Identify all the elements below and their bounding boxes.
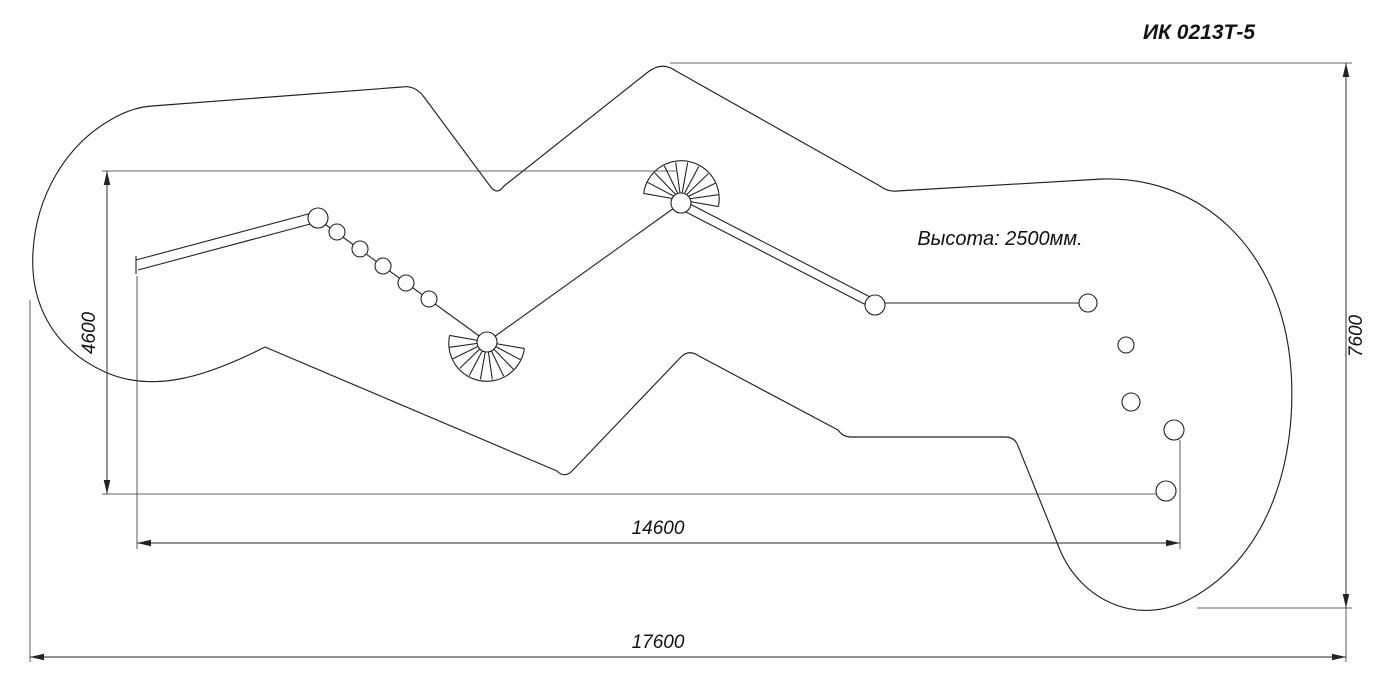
- post-circle: [307, 207, 329, 229]
- stepping-stones: [1117, 336, 1185, 502]
- stone-circle: [1163, 419, 1185, 441]
- dimension-7600: 7600: [670, 62, 1367, 609]
- pod-circle: [374, 257, 392, 275]
- stepping-pods: [328, 223, 438, 308]
- stone-circle: [1121, 392, 1141, 412]
- safety-zone-outline: [32, 65, 1293, 611]
- pod-circle: [328, 223, 346, 241]
- spiral-connector-line: [486, 202, 682, 343]
- beam-edge: [135, 212, 313, 261]
- beam-edge: [137, 222, 315, 271]
- equipment-plan: [135, 160, 1185, 502]
- balance-beam-right: [683, 202, 875, 308]
- pod-circle: [420, 290, 438, 308]
- dimension-value-4600: 4600: [79, 311, 100, 354]
- beam-edge: [687, 202, 875, 300]
- dimension-14600: 14600: [136, 276, 1181, 549]
- spiral-center-post: [476, 331, 498, 353]
- dimension-value-14600: 14600: [632, 518, 685, 539]
- height-note: Высота: 2500мм.: [917, 228, 1082, 250]
- dimension-4600: 4600: [79, 170, 1158, 495]
- dimension-17600: 17600: [29, 300, 1347, 662]
- drawing-title: ИК 0213Т-5: [1143, 21, 1255, 44]
- post-circle: [1078, 293, 1098, 313]
- pod-circle: [351, 240, 369, 258]
- spiral-element-upper: [643, 160, 720, 214]
- fan-spokes: [448, 334, 525, 382]
- spiral-element-lower: [448, 331, 525, 382]
- stone-circle: [1117, 336, 1135, 354]
- balance-beam-left: [135, 212, 315, 274]
- pod-circle: [397, 274, 415, 292]
- stone-circle: [1155, 480, 1177, 502]
- fan-spokes: [643, 160, 720, 208]
- dimension-value-7600: 7600: [1346, 314, 1367, 357]
- dimension-value-17600: 17600: [632, 632, 685, 653]
- spiral-center-post: [670, 192, 692, 214]
- post-circle: [864, 294, 886, 316]
- beam-edge: [683, 210, 871, 308]
